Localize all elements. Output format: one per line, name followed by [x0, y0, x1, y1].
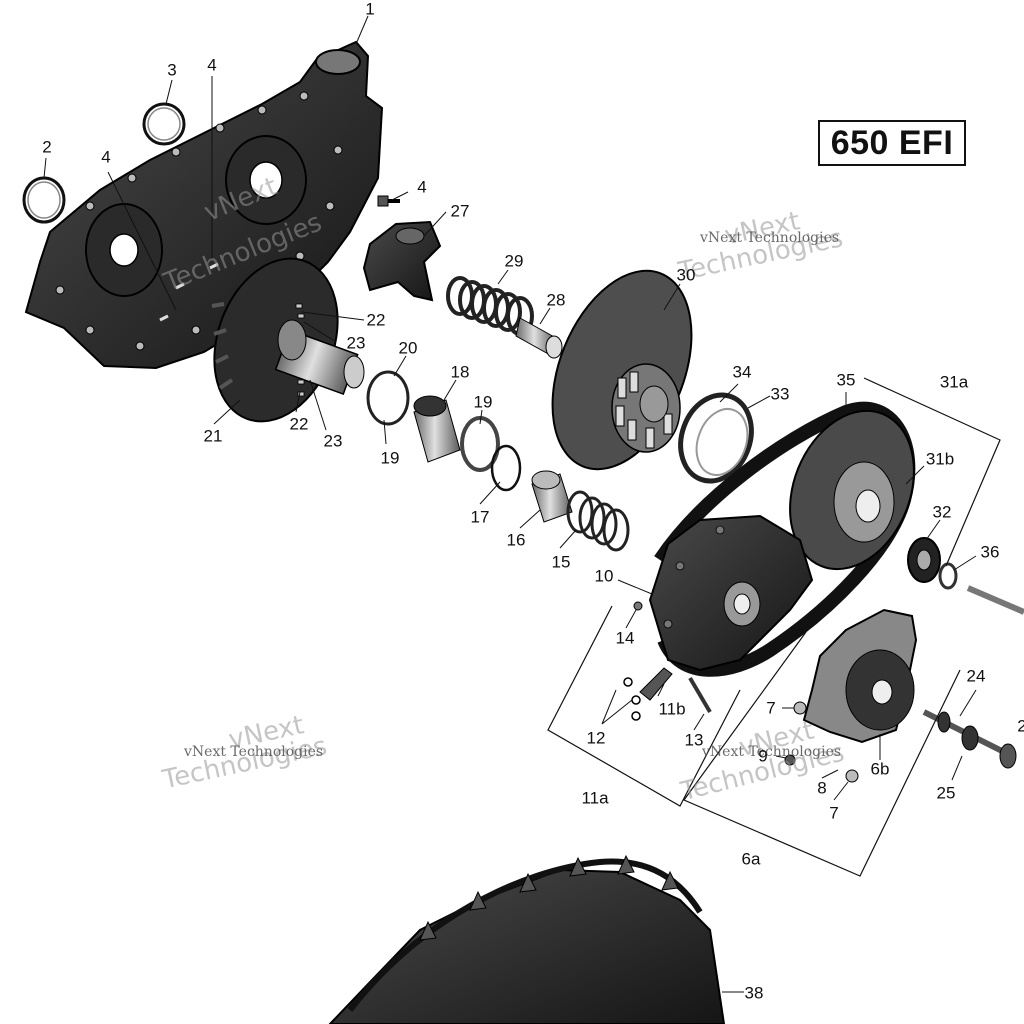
- pin-part: [633, 601, 643, 611]
- bolt-assembly-part: [922, 709, 1017, 769]
- washer-part: [938, 562, 958, 590]
- model-label: 650 EFI: [818, 120, 966, 166]
- callout-number: 22: [366, 310, 386, 330]
- callout-number: 11b: [658, 699, 686, 719]
- group-outline-11a: [547, 605, 741, 807]
- callout-number: 7: [829, 803, 839, 823]
- driven-pulley-part: [789, 409, 915, 571]
- callout-number: 8: [817, 778, 827, 798]
- callout-number: 12: [586, 728, 606, 748]
- callout-number: 11a: [581, 788, 609, 808]
- roller-ring-part: [678, 392, 754, 484]
- leader-lines: [43, 15, 977, 993]
- bracket-part: [802, 608, 918, 744]
- bushing-part: [413, 395, 461, 463]
- shaft-part: [515, 317, 563, 359]
- callout-number: 4: [417, 177, 427, 197]
- group-outline-6a: [683, 631, 961, 877]
- bolt-part: [688, 676, 712, 714]
- callout-number: 23: [346, 333, 366, 353]
- fixed-sheave-part: [211, 257, 365, 423]
- callout-number: 22: [289, 414, 309, 434]
- callout-number: 20: [398, 338, 418, 358]
- nut-part: [784, 754, 796, 766]
- movable-sheave-part: [551, 269, 693, 471]
- callout-number: 25: [936, 783, 956, 803]
- callout-number: 4: [101, 147, 111, 167]
- callout-number: 1: [365, 0, 375, 19]
- group-outline-31a: [863, 377, 1001, 567]
- callout-number: 6a: [741, 849, 761, 869]
- o-ring-part: [142, 102, 186, 146]
- callout-number: 28: [546, 290, 566, 310]
- callout-number: 9: [758, 746, 768, 766]
- callout-number: 35: [836, 370, 856, 390]
- sleeve-part: [531, 470, 573, 523]
- callout-number: 19: [380, 448, 400, 468]
- screw-part: [377, 195, 400, 207]
- callout-number: 13: [684, 730, 704, 750]
- button-part: [845, 769, 859, 783]
- callout-number: 16: [506, 530, 526, 550]
- callout-number: 36: [980, 542, 1000, 562]
- callout-number: 38: [744, 983, 764, 1003]
- callout-number: 27: [450, 201, 470, 221]
- callout-number: 32: [932, 502, 952, 522]
- callout-number: 17: [470, 507, 490, 527]
- callout-number: 2: [42, 137, 52, 157]
- callout-number: 19: [473, 392, 493, 412]
- callout-number: 15: [551, 552, 571, 572]
- callout-number: 14: [615, 628, 635, 648]
- callout-number: 24: [966, 666, 986, 686]
- callout-number: 34: [732, 362, 752, 382]
- long-bolt-part: [966, 585, 1024, 615]
- callout-number: 33: [770, 384, 790, 404]
- bracket-part: [362, 220, 442, 302]
- callout-number: 29: [504, 251, 524, 271]
- callout-number: 2: [1017, 716, 1024, 736]
- callout-number: 30: [676, 265, 696, 285]
- washer-part: [460, 416, 500, 472]
- drive-housing-part: [648, 514, 814, 672]
- button-part: [793, 701, 807, 715]
- callout-number: 7: [766, 698, 776, 718]
- o-ring-part: [490, 444, 522, 492]
- belt-guard-part: [328, 854, 726, 1024]
- circlip-part: [366, 370, 410, 426]
- callout-number: 10: [594, 566, 614, 586]
- callout-number: 31a: [939, 372, 969, 392]
- callout-number: 31b: [925, 449, 955, 469]
- callout-number: 23: [323, 431, 343, 451]
- callout-number: 3: [167, 60, 177, 80]
- spring-part: [566, 490, 630, 552]
- lever-part: [639, 667, 673, 701]
- callout-number: 6b: [870, 759, 890, 779]
- callout-number: 21: [203, 426, 223, 446]
- callout-number: 4: [207, 55, 217, 75]
- o-ring-part: [22, 176, 66, 224]
- callout-number: 18: [450, 362, 470, 382]
